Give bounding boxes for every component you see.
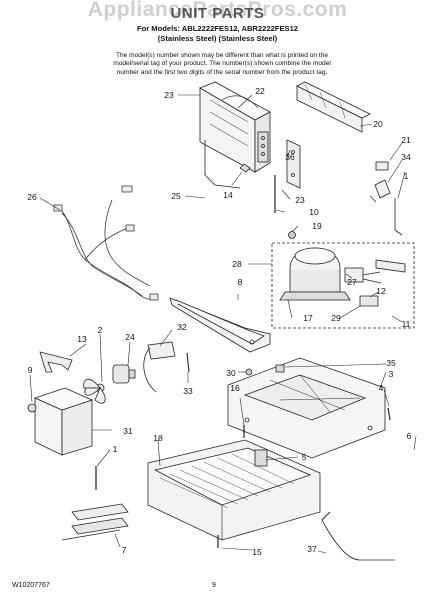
fan-shroud-13: [39, 351, 73, 373]
callout-16: 16: [230, 383, 240, 393]
fan-wire-24: [143, 347, 157, 393]
model-line-1: For Models: ABL2222FES12, ABR2222FES12: [136, 24, 299, 33]
evaporator-housing: [199, 81, 271, 173]
power-cord-wire: [394, 198, 403, 236]
callout-23a: 23: [164, 90, 174, 100]
grommet-35: [275, 364, 285, 373]
callout-7: 7: [121, 545, 127, 555]
callout-9: 9: [27, 365, 33, 375]
callout-30: 30: [226, 368, 236, 378]
screw-33: [186, 352, 190, 373]
callout-3: 3: [388, 369, 394, 379]
model-line-2: (Stainless Steel) (Stainless Steel): [157, 33, 278, 43]
callout-6: 6: [406, 431, 412, 441]
drain-pan: [169, 297, 271, 353]
note-line-1: The model(s) number shown may be differe…: [115, 52, 329, 59]
heater-bracket: [286, 139, 301, 189]
callout-12: 12: [376, 286, 386, 296]
callout-29: 29: [331, 313, 341, 323]
thermostat: [239, 163, 251, 173]
start-relay: [344, 267, 382, 284]
page-number: 9: [212, 582, 216, 589]
callout-33: 33: [183, 386, 193, 396]
condenser-coil: [147, 439, 321, 541]
page-title: UNIT PARTS: [170, 5, 265, 22]
callout-20: 20: [373, 119, 383, 129]
callout-27: 27: [347, 277, 357, 287]
condenser-fan-blade: [83, 378, 106, 404]
model-list: For Models: ABL2222FES12, ABR2222FES12 (…: [0, 24, 435, 43]
compressor-group-box: [271, 242, 415, 329]
callout-17: 17: [303, 313, 313, 323]
drain-trough: [296, 81, 371, 133]
callout-13: 13: [77, 334, 87, 344]
clip-5: [254, 449, 268, 467]
motor-bracket-32: [147, 341, 176, 360]
compressor-bracket: [359, 295, 379, 307]
callout-21: 21: [401, 135, 411, 145]
defrost-heater-wire: [204, 140, 241, 189]
callout-28: 28: [232, 259, 242, 269]
power-cord-bracket: [61, 503, 129, 541]
callout-37: 37: [307, 544, 317, 554]
callout-1-lower: 1: [112, 444, 118, 454]
callout-24: 24: [125, 332, 135, 342]
wiring-harness: [53, 185, 159, 301]
callout-18: 18: [153, 433, 163, 443]
screw-4: [387, 407, 391, 421]
note-line-3: number and the first two digits of the s…: [116, 68, 328, 76]
callout-11: 11: [401, 319, 411, 329]
callout-32: 32: [177, 322, 187, 332]
note-line-2: model/serial tag of your product. The nu…: [113, 60, 331, 68]
compressor-base-plate: [227, 357, 386, 459]
callout-34: 34: [401, 152, 411, 162]
model-note: The model(s) number shown may be differe…: [82, 52, 362, 77]
relay-overload: [369, 161, 391, 203]
callout-15: 15: [252, 547, 262, 557]
callout-14: 14: [223, 190, 233, 200]
drain-tube: [321, 519, 395, 561]
callout-1-upper: 1: [403, 171, 409, 181]
overload-capacitor: [375, 259, 406, 273]
callout-22: 22: [255, 86, 265, 96]
callout-31: 31: [123, 426, 133, 436]
callout-25: 25: [171, 191, 181, 201]
document-number: W10207767: [12, 582, 50, 589]
callout-2: 2: [97, 325, 103, 335]
compressor: [279, 247, 351, 301]
grommet-19: [288, 231, 296, 239]
callout-leaders: [29, 94, 417, 554]
callout-8: 8: [237, 277, 243, 287]
callout-36: 36: [285, 152, 295, 162]
callout-19: 19: [312, 221, 322, 231]
watermark: AppliancePartsPros.com: [87, 0, 348, 21]
grommet-30: [245, 368, 253, 376]
fan-motor: [112, 364, 136, 384]
callout-23b: 23: [295, 195, 305, 205]
callout-35: 35: [386, 358, 396, 368]
callout-10: 10: [309, 207, 319, 217]
fan-shroud-frame: [33, 387, 94, 456]
callout-4: 4: [378, 383, 384, 393]
grommet-9: [27, 403, 37, 413]
callout-5: 5: [301, 452, 307, 462]
callout-26: 26: [27, 192, 37, 202]
